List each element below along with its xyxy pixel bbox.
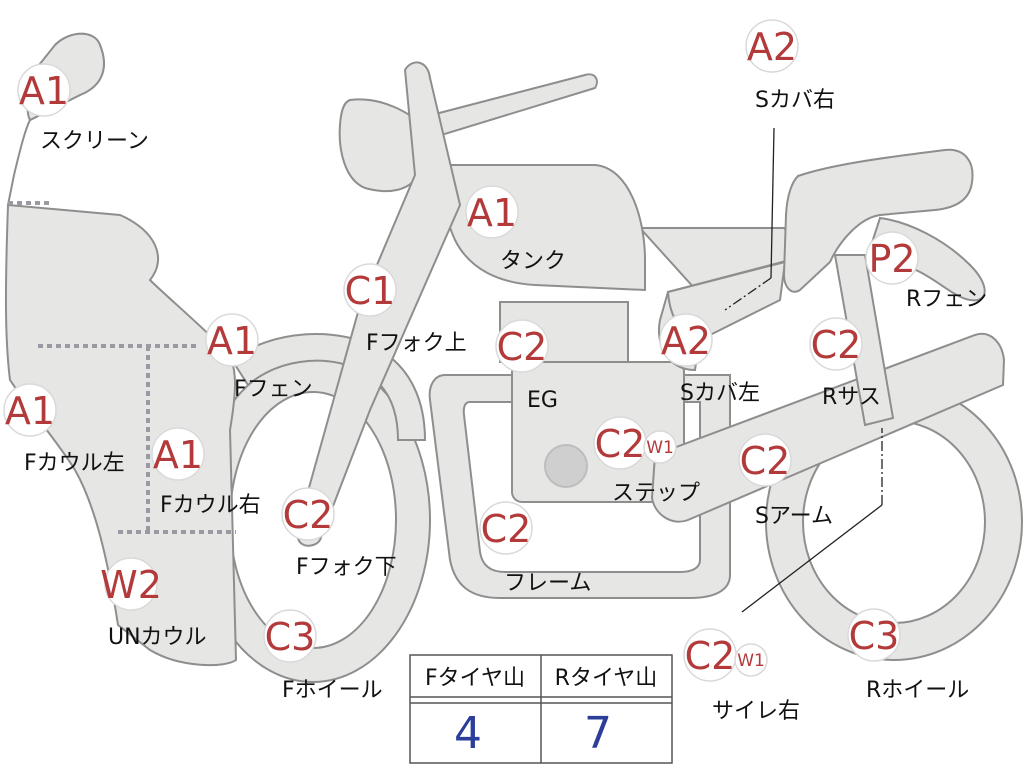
- sub-badge: W1: [646, 438, 674, 458]
- part-front-wheel[interactable]: C3 Fホイール: [263, 609, 383, 703]
- part-engine[interactable]: C2 EG: [495, 319, 558, 413]
- grade-badge: C2: [595, 422, 646, 466]
- part-label: Rフェン: [906, 287, 987, 312]
- part-label: タンク: [500, 249, 566, 274]
- grade-badge: C2: [811, 323, 862, 367]
- part-label: Rホイール: [866, 678, 969, 703]
- grade-badge: A2: [747, 25, 797, 69]
- grade-badge: W2: [100, 563, 162, 607]
- grade-badge: A1: [5, 389, 55, 433]
- part-tank[interactable]: A1 タンク: [465, 185, 566, 274]
- swing-arm-shape: [650, 332, 1006, 523]
- part-label: ステップ: [612, 481, 700, 506]
- front-tire-header: Fタイヤ山: [425, 666, 525, 691]
- part-screen[interactable]: A1 スクリーン: [17, 63, 149, 154]
- part-front-cowl-right[interactable]: A1 Fカウル右: [151, 427, 261, 518]
- part-label: サイレ右: [712, 699, 800, 724]
- sub-badge: W1: [737, 651, 765, 671]
- part-label: Fカウル右: [160, 493, 261, 518]
- leader-side-cover-right: [770, 127, 775, 279]
- part-front-fork-lower[interactable]: C2 Fフォク下: [281, 487, 397, 580]
- grade-badge: C3: [849, 614, 900, 658]
- part-label: Fフォク上: [366, 331, 467, 356]
- grade-badge: C2: [497, 325, 548, 369]
- frame-shape: [428, 374, 731, 599]
- grade-badge: A1: [467, 191, 517, 235]
- grade-badge: C2: [481, 507, 532, 551]
- part-label: Sアーム: [755, 504, 833, 529]
- part-label: Fフェン: [234, 377, 313, 402]
- part-label: Sカバ左: [680, 381, 760, 406]
- grade-badge: A1: [19, 69, 69, 113]
- grade-badge: C2: [283, 493, 334, 537]
- engine-cover: [544, 444, 588, 488]
- grade-badge: C2: [685, 634, 736, 678]
- grade-badge: C1: [345, 269, 396, 313]
- part-under-cowl[interactable]: W2 UNカウル: [100, 557, 207, 650]
- part-label: UNカウル: [108, 625, 207, 650]
- grade-badge: P2: [868, 237, 915, 281]
- grade-badge: C2: [740, 439, 791, 483]
- part-rear-fender[interactable]: P2 Rフェン: [865, 231, 987, 312]
- rear-tire-value: 7: [584, 708, 612, 759]
- headlight-shape: [338, 98, 427, 193]
- part-front-fender[interactable]: A1 Fフェン: [205, 313, 313, 402]
- part-front-fork-upper[interactable]: C1 Fフォク上: [343, 263, 467, 356]
- rear-tire-header: Rタイヤ山: [555, 666, 658, 691]
- part-side-cover-left[interactable]: A2 Sカバ左: [659, 313, 760, 406]
- part-muffler-right[interactable]: C2 W1 サイレ右: [683, 628, 800, 724]
- front-cowl-shape: [4, 32, 238, 667]
- grade-badge: C3: [265, 615, 316, 659]
- part-front-cowl-left[interactable]: A1 Fカウル左: [3, 383, 125, 476]
- part-label: スクリーン: [40, 129, 149, 154]
- part-step[interactable]: C2 W1 ステップ: [593, 416, 700, 506]
- part-label: EG: [527, 388, 558, 413]
- part-labels: A1 スクリーン A1 タンク A2 Sカバ右 C1 Fフォク上 P2 Rフェン…: [3, 19, 987, 724]
- leader-side-cover-right-dash: [724, 277, 772, 311]
- tire-tread-table: Fタイヤ山 Rタイヤ山 4 7: [409, 654, 673, 764]
- part-frame[interactable]: C2 フレーム: [479, 501, 591, 596]
- seat-shape: [782, 148, 974, 293]
- part-label: Fフォク下: [296, 555, 397, 580]
- grade-badge: A2: [661, 319, 711, 363]
- part-swing-arm[interactable]: C2 Sアーム: [738, 433, 833, 529]
- part-label: フレーム: [504, 571, 591, 596]
- part-rear-wheel[interactable]: C3 Rホイール: [847, 608, 969, 703]
- part-side-cover-right[interactable]: A2 Sカバ右: [745, 19, 835, 113]
- rear-suspension-shape: [833, 254, 895, 427]
- part-label: Rサス: [822, 385, 881, 410]
- part-label: Sカバ右: [755, 88, 835, 113]
- grade-badge: A1: [207, 319, 257, 363]
- part-label: Fホイール: [282, 678, 383, 703]
- leader-muffler-right: [741, 504, 883, 613]
- part-rear-suspension[interactable]: C2 Rサス: [809, 317, 881, 410]
- leader-lines: [724, 127, 883, 613]
- grade-badge: A1: [153, 433, 203, 477]
- part-label: Fカウル左: [24, 451, 125, 476]
- front-tire-value: 4: [454, 708, 482, 759]
- handlebar-shape: [418, 73, 598, 142]
